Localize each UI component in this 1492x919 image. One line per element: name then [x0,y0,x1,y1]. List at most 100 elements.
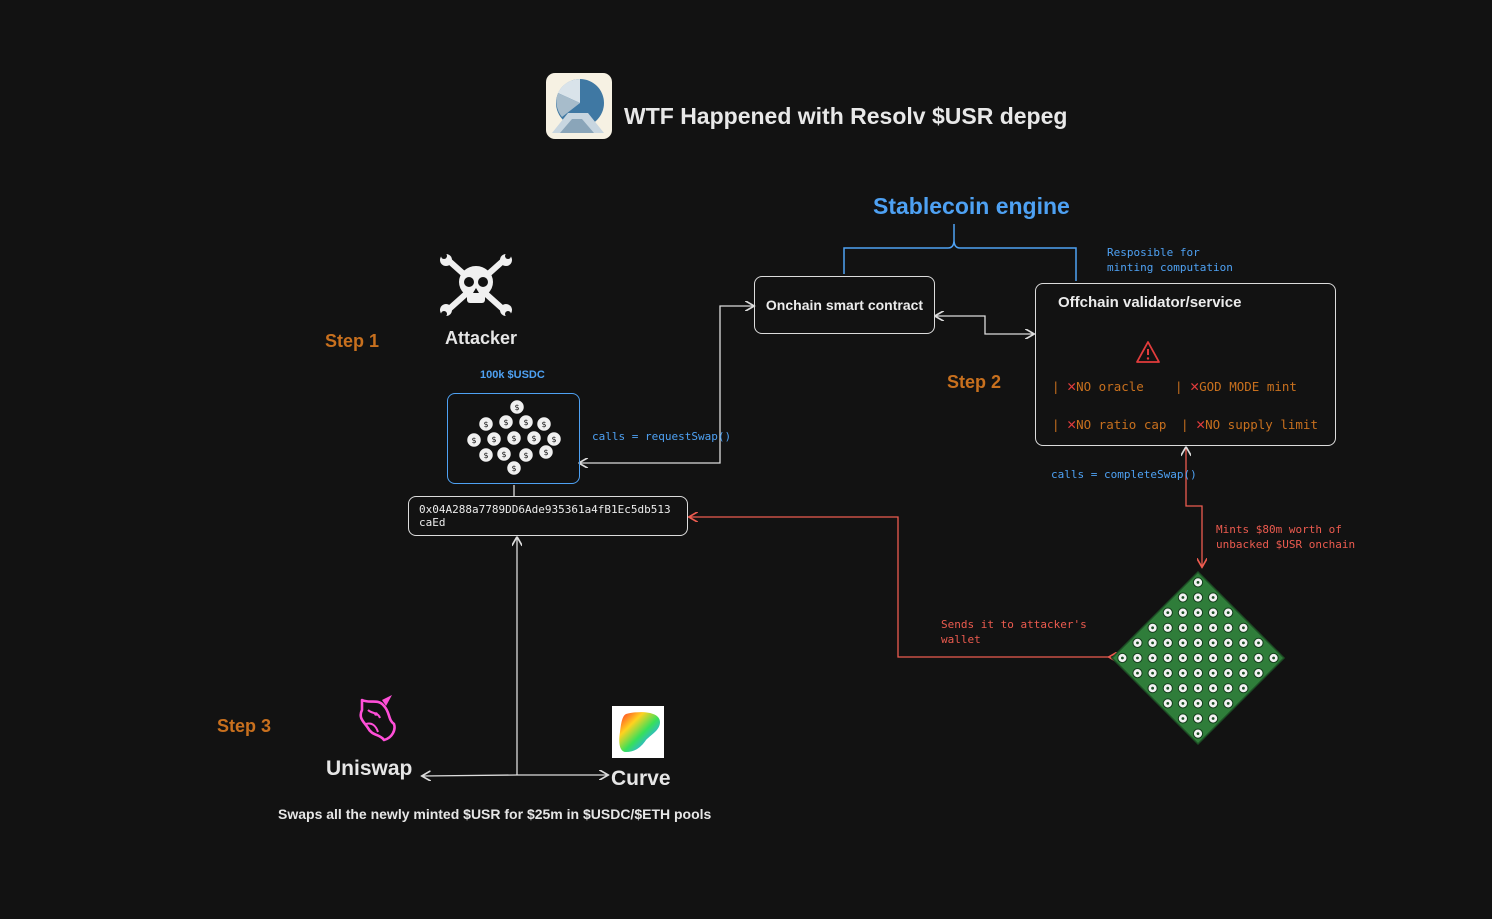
engine-heading: Stablecoin engine [873,193,1070,219]
svg-text:$: $ [511,434,516,443]
engine-brace [843,224,1077,281]
usr-coin-mark [1181,702,1185,705]
usr-coin-mark [1151,641,1154,645]
usr-coin-mark [1257,671,1260,675]
usr-coin-mark [1211,626,1215,630]
step-3-label: Step 3 [217,716,272,736]
uniswap-arrow [423,775,518,776]
usr-coin-mark [1257,656,1260,660]
usr-coin-mark [1196,611,1200,614]
svg-text:$: $ [531,434,536,443]
coin-pile-icon: $ $$$$ $$$$$ $$$$ $ [465,398,563,477]
usr-coin-mark [1181,641,1185,645]
usr-coin-mark [1242,671,1245,675]
usr-coin-mark [1151,656,1154,660]
usr-coin-mark [1166,626,1170,630]
usr-coin-mark [1226,641,1230,645]
usr-coin-mark [1151,686,1154,690]
usr-coin-mark [1166,641,1170,645]
sends-label-line2: wallet [941,633,981,646]
usr-coin-diamond-icon [1110,570,1286,746]
complete-swap-label: calls = completeSwap() [1051,468,1197,481]
step-1-label: Step 1 [325,331,380,351]
uniswap-unicorn-icon [359,695,396,742]
usr-coin-mark [1181,611,1185,614]
usdc-box: $ $$$$ $$$$$ $$$$ $ [447,393,580,484]
complete-swap-arrow [1186,448,1202,566]
contract-validator-arrow [936,316,1033,334]
swap-note: Swaps all the newly minted $USR for $25m… [278,806,712,822]
warning-triangle-icon [1136,341,1160,363]
usr-coin-mark [1196,581,1200,584]
usr-coin-mark [1166,611,1170,614]
page-title: WTF Happened with Resolv $USR depeg [624,103,1068,129]
usr-coin-mark [1211,611,1215,614]
svg-text:$: $ [551,435,556,444]
flag-no-supply-limit: | ✕NO supply limit [1181,415,1318,433]
svg-text:$: $ [491,435,496,444]
usdc-amount-label: 100k $USDC [480,369,545,381]
curve-label: Curve [611,767,671,790]
usr-coin-mark [1272,656,1275,660]
attacker-label: Attacker [445,328,518,348]
red-x-icon: ✕ [1196,415,1206,433]
usr-coin-mark [1166,656,1170,660]
usr-coin-mark [1242,656,1245,660]
usr-coin-mark [1211,596,1215,599]
usr-coin-mark [1226,626,1230,630]
usr-coin-mark [1151,671,1154,675]
mints-label-line1: Mints $80m worth of [1216,523,1342,536]
usr-coin-mark [1242,686,1245,690]
usr-coin-mark [1211,702,1215,705]
flag-god-mode-mint: | ✕GOD MODE mint [1175,377,1297,395]
usr-coin-mark [1166,671,1170,675]
svg-text:$: $ [541,420,546,429]
usr-coin-mark [1211,656,1215,660]
svg-text:$: $ [523,451,528,460]
svg-text:$: $ [501,450,506,459]
usr-coin-mark [1196,641,1200,645]
usr-coin-mark [1226,656,1230,660]
svg-text:$: $ [514,403,519,412]
usr-coin-mark [1136,641,1139,645]
usr-coin-mark [1196,596,1200,599]
usr-coin-mark [1181,626,1185,630]
usr-coin-mark [1121,656,1124,660]
usr-coin-mark [1211,686,1215,690]
curve-logo [612,706,664,758]
mints-label-line2: unbacked $USR onchain [1216,538,1356,551]
usr-coin-mark [1151,626,1154,630]
svg-text:$: $ [511,464,516,473]
red-x-icon: ✕ [1067,415,1077,433]
usr-coin-mark [1166,702,1170,705]
usr-coin-mark [1166,686,1170,690]
resolv-logo [546,73,612,139]
svg-text:$: $ [543,448,548,457]
svg-text:$: $ [471,436,476,445]
usr-coin-mark [1136,671,1139,675]
skull-crossed-wrenches-icon [440,253,512,317]
usr-coin-mark [1181,656,1185,660]
red-x-icon: ✕ [1190,377,1200,395]
usr-coin-mark [1196,717,1200,720]
svg-text:$: $ [483,451,488,460]
usr-coin-mark [1211,641,1215,645]
flag-no-oracle: | ✕NO oracle [1052,377,1144,395]
request-swap-label: calls = requestSwap() [592,430,732,443]
usr-coin-mark [1181,686,1185,690]
usr-coin-mark [1242,626,1245,630]
usr-coin-mark [1211,717,1215,720]
svg-text:$: $ [503,418,508,427]
usr-coin-mark [1257,641,1260,645]
offchain-note-line2: minting computation [1107,261,1233,274]
attacker-wallet-address[interactable]: 0x04A288a7789DD6Ade935361a4fB1Ec5db513ca… [408,496,688,536]
sends-to-wallet-arrow [690,517,1110,657]
usr-coin-mark [1226,611,1230,614]
resolv-logo-icon [552,78,604,133]
offchain-note-line1: Resposible for [1107,246,1200,259]
usr-coin-mark [1196,686,1200,690]
sends-label-line1: Sends it to attacker's [941,618,1087,631]
usr-coin-mark [1196,702,1200,705]
usr-coin-mark [1136,656,1139,660]
